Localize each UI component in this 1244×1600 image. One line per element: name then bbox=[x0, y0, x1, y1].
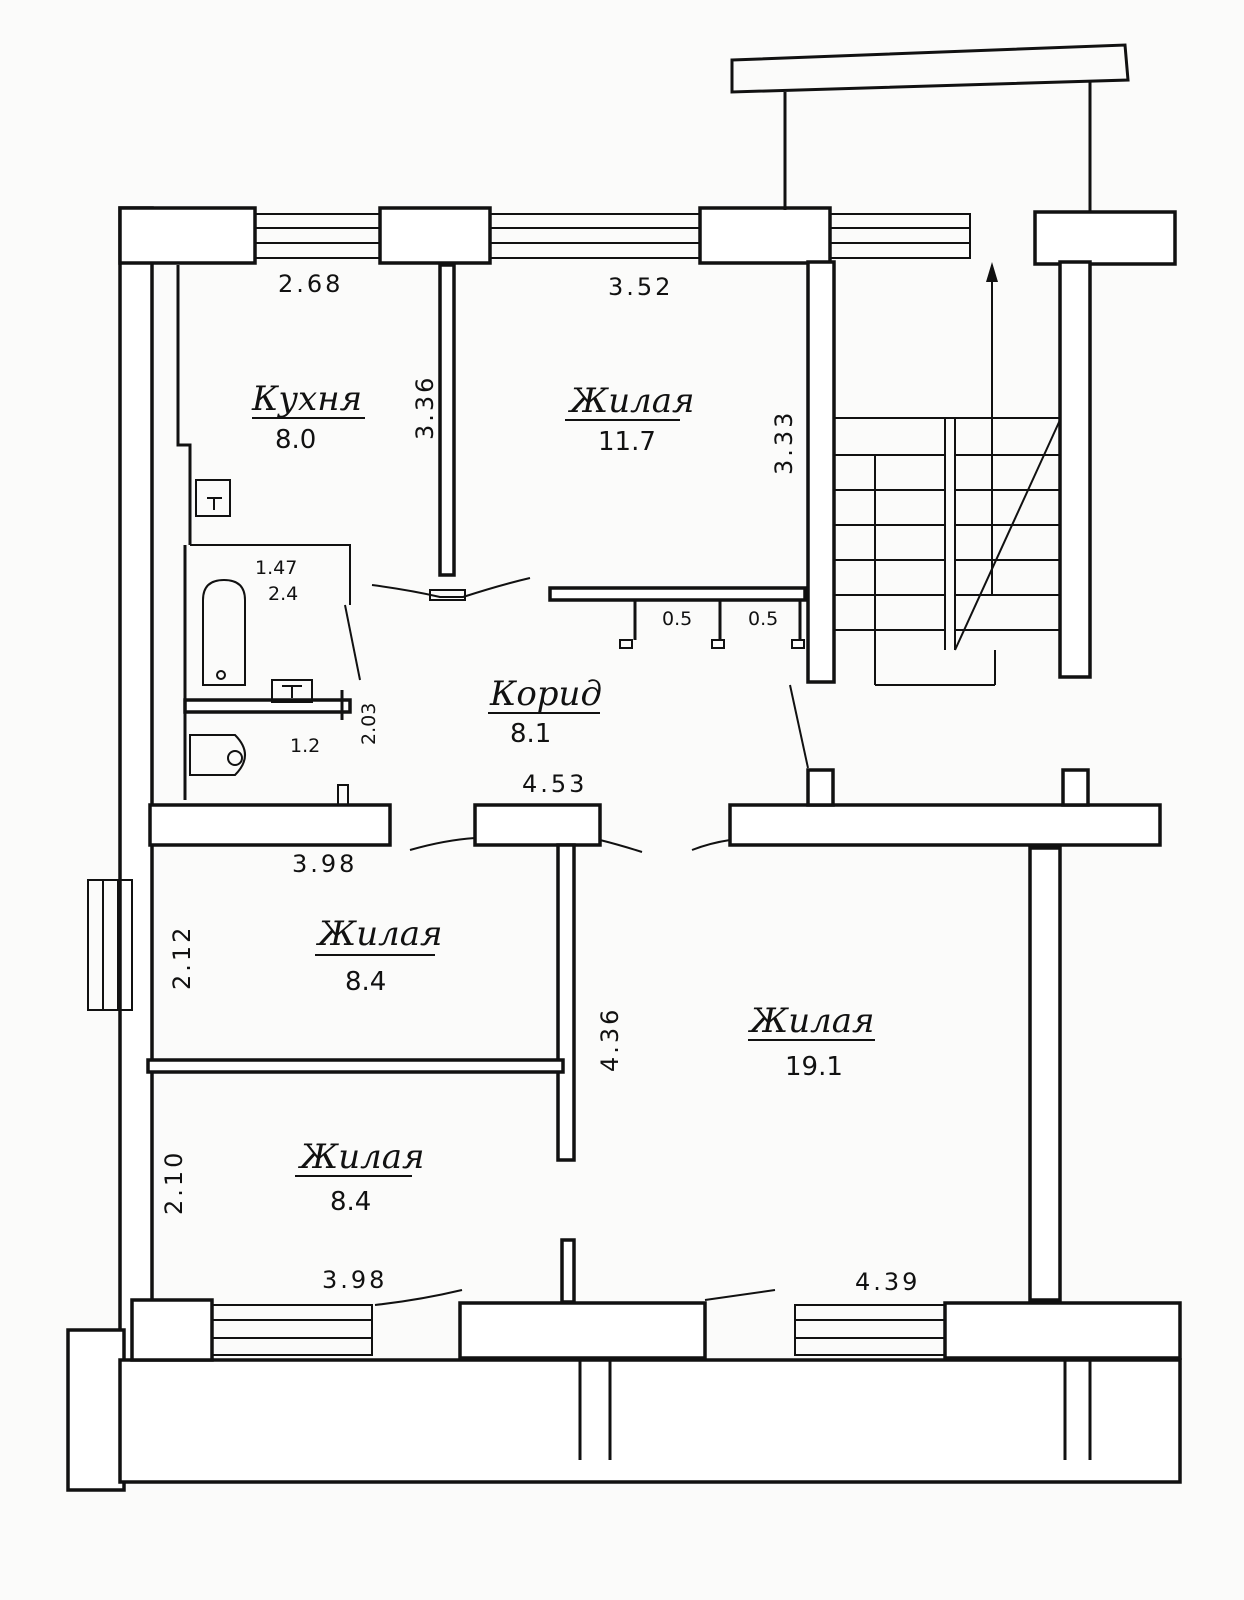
dim-kitchen-depth: 3.36 bbox=[411, 375, 439, 440]
room-labels: Кухня 8.0 Жилая 11.7 Корид 8.1 Жилая 8.4… bbox=[251, 379, 875, 1217]
dim-bath-depth: 2.03 bbox=[358, 703, 380, 745]
dim-mid-left-width: 3.98 bbox=[292, 850, 357, 878]
balcony bbox=[730, 43, 1130, 212]
dim-closet-1: 0.5 bbox=[662, 608, 692, 630]
interior-walls bbox=[146, 260, 1162, 1460]
dim-bottom-left-depth: 2.10 bbox=[160, 1150, 188, 1215]
windows bbox=[87, 213, 971, 1356]
corridor-label: Корид bbox=[489, 674, 602, 714]
dim-living-top-width: 3.52 bbox=[608, 273, 673, 301]
living-mid-left-area: 8.4 bbox=[345, 967, 386, 997]
kitchen-label: Кухня bbox=[251, 379, 362, 419]
bathroom-area: 2.4 bbox=[268, 583, 298, 605]
doors bbox=[371, 577, 809, 1306]
dim-corridor-width: 4.53 bbox=[522, 770, 587, 798]
dim-living-large-depth: 4.36 bbox=[596, 1007, 624, 1072]
dim-kitchen-width: 2.68 bbox=[278, 270, 343, 298]
dimension-labels: 2.68 3.36 3.52 3.33 1.47 2.03 1.2 0.5 0.… bbox=[160, 270, 920, 1296]
dim-wc-width: 1.2 bbox=[290, 735, 320, 757]
corridor-area: 8.1 bbox=[510, 719, 551, 749]
dim-living-large-width: 4.39 bbox=[855, 1268, 920, 1296]
dim-mid-left-depth: 2.12 bbox=[168, 925, 196, 990]
exterior-walls bbox=[66, 206, 1182, 1492]
living-large-label: Жилая bbox=[747, 1001, 875, 1041]
fixtures bbox=[189, 479, 805, 806]
living-top-area: 11.7 bbox=[598, 427, 656, 457]
living-bottom-left-label: Жилая bbox=[297, 1137, 425, 1177]
dim-closet-2: 0.5 bbox=[748, 608, 778, 630]
dim-bottom-left-width: 3.98 bbox=[322, 1266, 387, 1294]
living-top-label: Жилая bbox=[567, 381, 695, 421]
dim-living-top-depth: 3.33 bbox=[770, 410, 798, 475]
living-mid-left-label: Жилая bbox=[315, 914, 443, 954]
staircase bbox=[834, 262, 1061, 686]
living-bottom-left-area: 8.4 bbox=[330, 1187, 371, 1217]
living-large-area: 19.1 bbox=[785, 1052, 843, 1082]
kitchen-area: 8.0 bbox=[275, 425, 316, 455]
dim-bath-width: 1.47 bbox=[255, 557, 297, 579]
